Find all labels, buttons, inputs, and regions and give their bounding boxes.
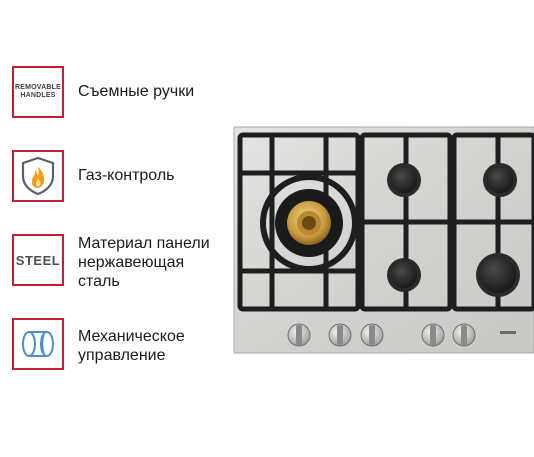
badge-text-removable-handles: REMOVABLE HANDLES xyxy=(14,84,61,99)
burner-right-bottom xyxy=(476,253,520,297)
knob-cylinder-icon xyxy=(12,318,64,370)
hob-steel-plate xyxy=(233,126,534,354)
flame-shield-glyph xyxy=(21,156,55,196)
control-knob-5 xyxy=(452,323,476,347)
gas-hob-image xyxy=(233,126,534,354)
feature-label-steel: Материал панели нержавеющая сталь xyxy=(78,235,210,290)
brand-mark xyxy=(500,331,516,334)
knob-cylinder-glyph xyxy=(22,331,54,357)
feature-label-mechanical-control: Механическое управление xyxy=(78,328,185,364)
feature-label-removable-handles: Съемные ручки xyxy=(78,83,195,100)
burner-wok xyxy=(260,174,358,272)
badge-text-steel: STEEL xyxy=(15,252,61,268)
burner-middle-top xyxy=(387,163,421,197)
control-knob-4 xyxy=(421,323,445,347)
feature-label-gas-control: Газ-контроль xyxy=(78,167,175,184)
flame-shield-icon xyxy=(12,150,64,202)
burner-right-top xyxy=(483,163,517,197)
control-knob-2 xyxy=(328,323,352,347)
burner-middle-bottom xyxy=(387,258,421,292)
removable-handles-icon: REMOVABLE HANDLES xyxy=(12,66,64,118)
control-knob-1 xyxy=(287,323,311,347)
steel-icon: STEEL xyxy=(12,234,64,286)
control-knob-3 xyxy=(360,323,384,347)
